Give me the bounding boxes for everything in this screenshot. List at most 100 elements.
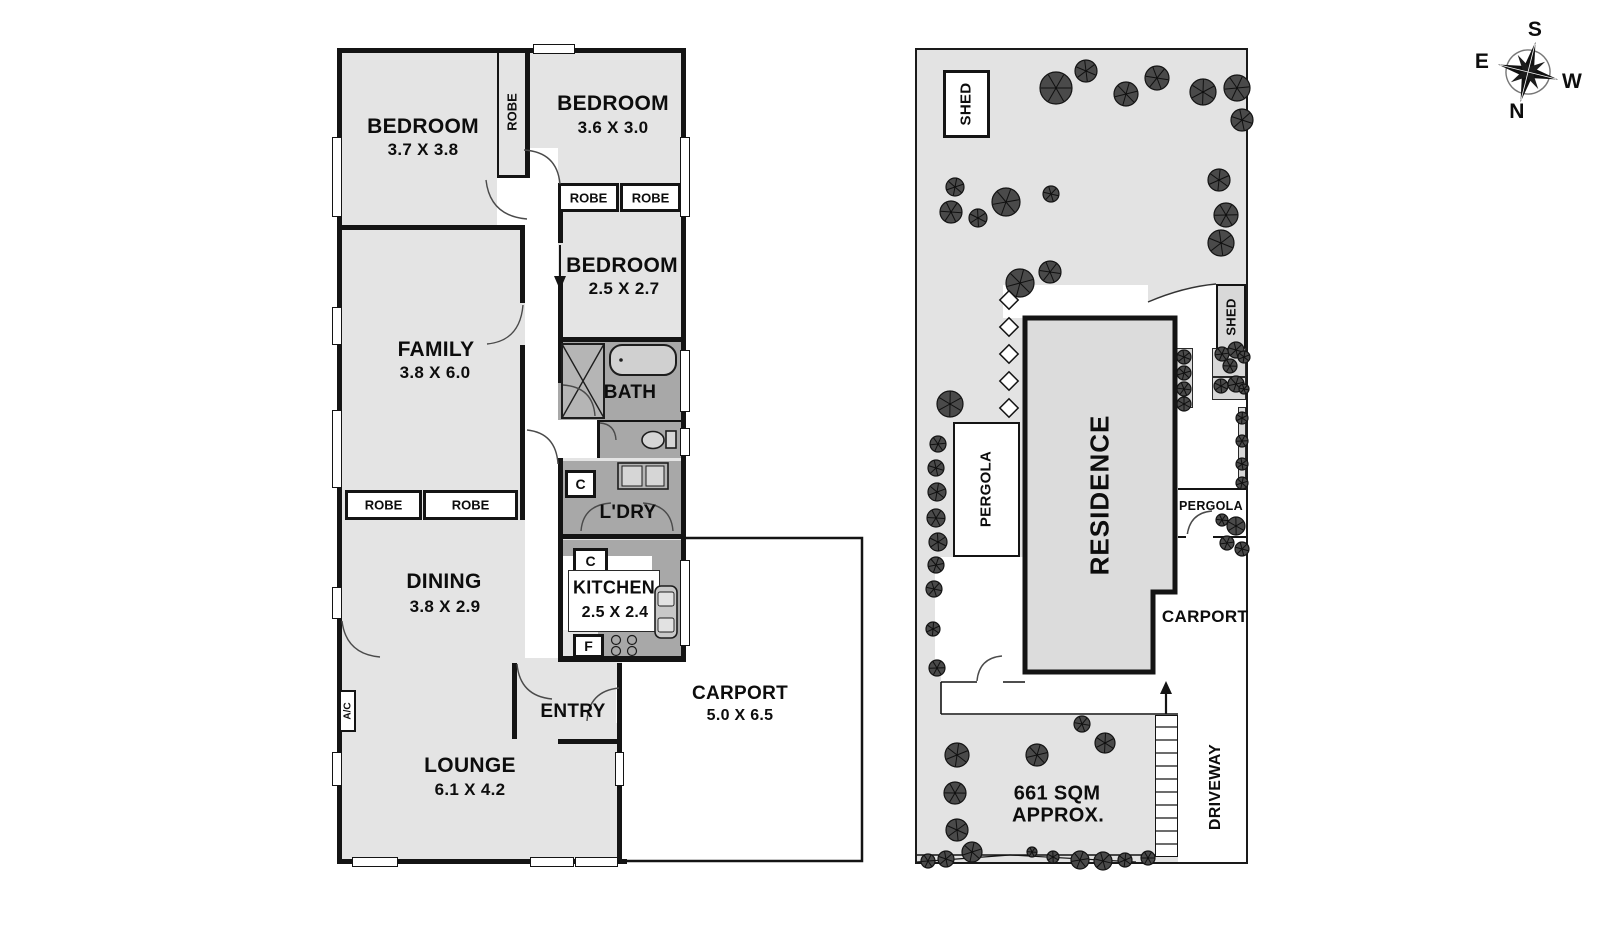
room-size-bedroom1: 3.7 X 3.8 <box>387 140 459 159</box>
robe-closet-bed2a: ROBE <box>558 183 619 212</box>
room-size-kitchen: 2.5 X 2.4 <box>581 604 649 621</box>
fridge-label: F <box>584 638 593 654</box>
paving-below-pergola <box>935 557 1025 672</box>
driveway-area <box>1178 672 1246 862</box>
carport-area <box>1153 538 1246 672</box>
room-size-carport: 5.0 X 6.5 <box>706 707 774 724</box>
wall <box>558 534 686 539</box>
wall <box>337 859 627 864</box>
wet-area <box>598 630 681 656</box>
robe-label: ROBE <box>451 497 490 513</box>
cupboard-laundry: C <box>565 470 596 498</box>
robe-closet-bed2b: ROBE <box>620 183 681 212</box>
wall <box>520 225 525 303</box>
window <box>533 44 575 54</box>
compass-south-label: S <box>1527 18 1543 41</box>
wall <box>597 420 600 458</box>
window <box>332 137 342 217</box>
wall <box>558 337 563 383</box>
garden-bed <box>1212 377 1246 400</box>
wall <box>558 458 563 534</box>
pergola-east-label: PERGOLA <box>1179 499 1243 513</box>
wall <box>558 539 563 658</box>
compass-east-label: E <box>1474 50 1490 73</box>
shed-nw-label: SHED <box>957 82 975 126</box>
room-size-dining: 3.8 X 2.9 <box>409 597 481 616</box>
ac-label: A/C <box>342 702 353 720</box>
room-label-kitchen: KITCHEN <box>572 577 656 598</box>
wall <box>558 739 622 744</box>
fridge-box: F <box>573 634 604 658</box>
hallway-floor <box>525 148 558 658</box>
window <box>332 410 342 488</box>
window <box>332 587 342 619</box>
wall <box>520 345 525 490</box>
room-label-carport: CARPORT <box>691 683 789 704</box>
robe-closet-hall-b: ROBE <box>423 490 518 520</box>
window <box>680 350 690 412</box>
window <box>332 752 342 786</box>
compass-north-label: N <box>1509 100 1525 123</box>
window <box>352 857 398 867</box>
wall <box>337 48 686 53</box>
site-carport-label: CARPORT <box>1161 607 1249 626</box>
hallway-floor <box>497 178 530 225</box>
robe-label: ROBE <box>631 190 670 205</box>
wet-area <box>597 420 681 458</box>
garden-bed <box>1238 407 1246 488</box>
residence-label: RESIDENCE <box>1084 414 1115 576</box>
compass-west-label: W <box>1561 70 1583 93</box>
ac-unit: A/C <box>339 690 356 732</box>
robe-label: ROBE <box>364 497 403 513</box>
wall <box>512 663 517 739</box>
wet-area <box>558 342 681 420</box>
wall <box>597 420 681 422</box>
room-size-bedroom3: 2.5 X 2.7 <box>588 279 660 298</box>
robe-label: ROBE <box>569 190 608 205</box>
room-label-lounge: LOUNGE <box>424 754 516 777</box>
shed-northwest <box>943 70 990 138</box>
wall <box>558 283 563 337</box>
room-label-entry: ENTRY <box>540 701 606 722</box>
wall <box>337 225 520 230</box>
window <box>530 857 574 867</box>
cupboard-label: C <box>575 476 586 492</box>
window <box>680 560 690 646</box>
room-size-bedroom2: 3.6 X 3.0 <box>577 118 649 137</box>
window <box>575 857 618 867</box>
room-size-lounge: 6.1 X 4.2 <box>434 780 506 799</box>
paved-walkway <box>1155 715 1178 857</box>
robe-label: ROBE <box>504 92 520 131</box>
shed-east-label: SHED <box>1223 298 1239 336</box>
window <box>615 752 624 786</box>
room-label-bedroom1: BEDROOM <box>367 115 479 138</box>
pergola-east <box>1178 488 1246 538</box>
pergola-west-label: PERGOLA <box>977 450 995 528</box>
room-label-bedroom2: BEDROOM <box>557 92 669 115</box>
wall <box>558 337 686 342</box>
robe-closet-bed1: ROBE <box>497 48 530 178</box>
wall <box>520 490 525 520</box>
garden-bed <box>1212 348 1246 377</box>
window <box>332 307 342 345</box>
land-area-label: 661 SQM <box>1013 782 1101 805</box>
cupboard-label: C <box>585 552 596 569</box>
land-area-label2: APPROX. <box>1011 804 1105 827</box>
hallway-floor <box>558 420 597 458</box>
robe-closet-hall-a: ROBE <box>345 490 422 520</box>
window <box>680 137 690 217</box>
garden-bed <box>1175 348 1193 408</box>
room-label-laundry: L'DRY <box>599 502 657 523</box>
compass-rose-icon <box>1497 41 1559 103</box>
pergola-west <box>953 422 1020 557</box>
house-lower-floor <box>337 651 622 864</box>
window <box>680 428 690 456</box>
room-label-bedroom3: BEDROOM <box>566 254 678 277</box>
wall <box>558 183 563 243</box>
room-size-family: 3.8 X 6.0 <box>399 363 471 382</box>
driveway-label: DRIVEWAY <box>1207 743 1224 831</box>
room-label-bath: BATH <box>603 382 657 403</box>
room-label-family: FAMILY <box>397 338 475 361</box>
